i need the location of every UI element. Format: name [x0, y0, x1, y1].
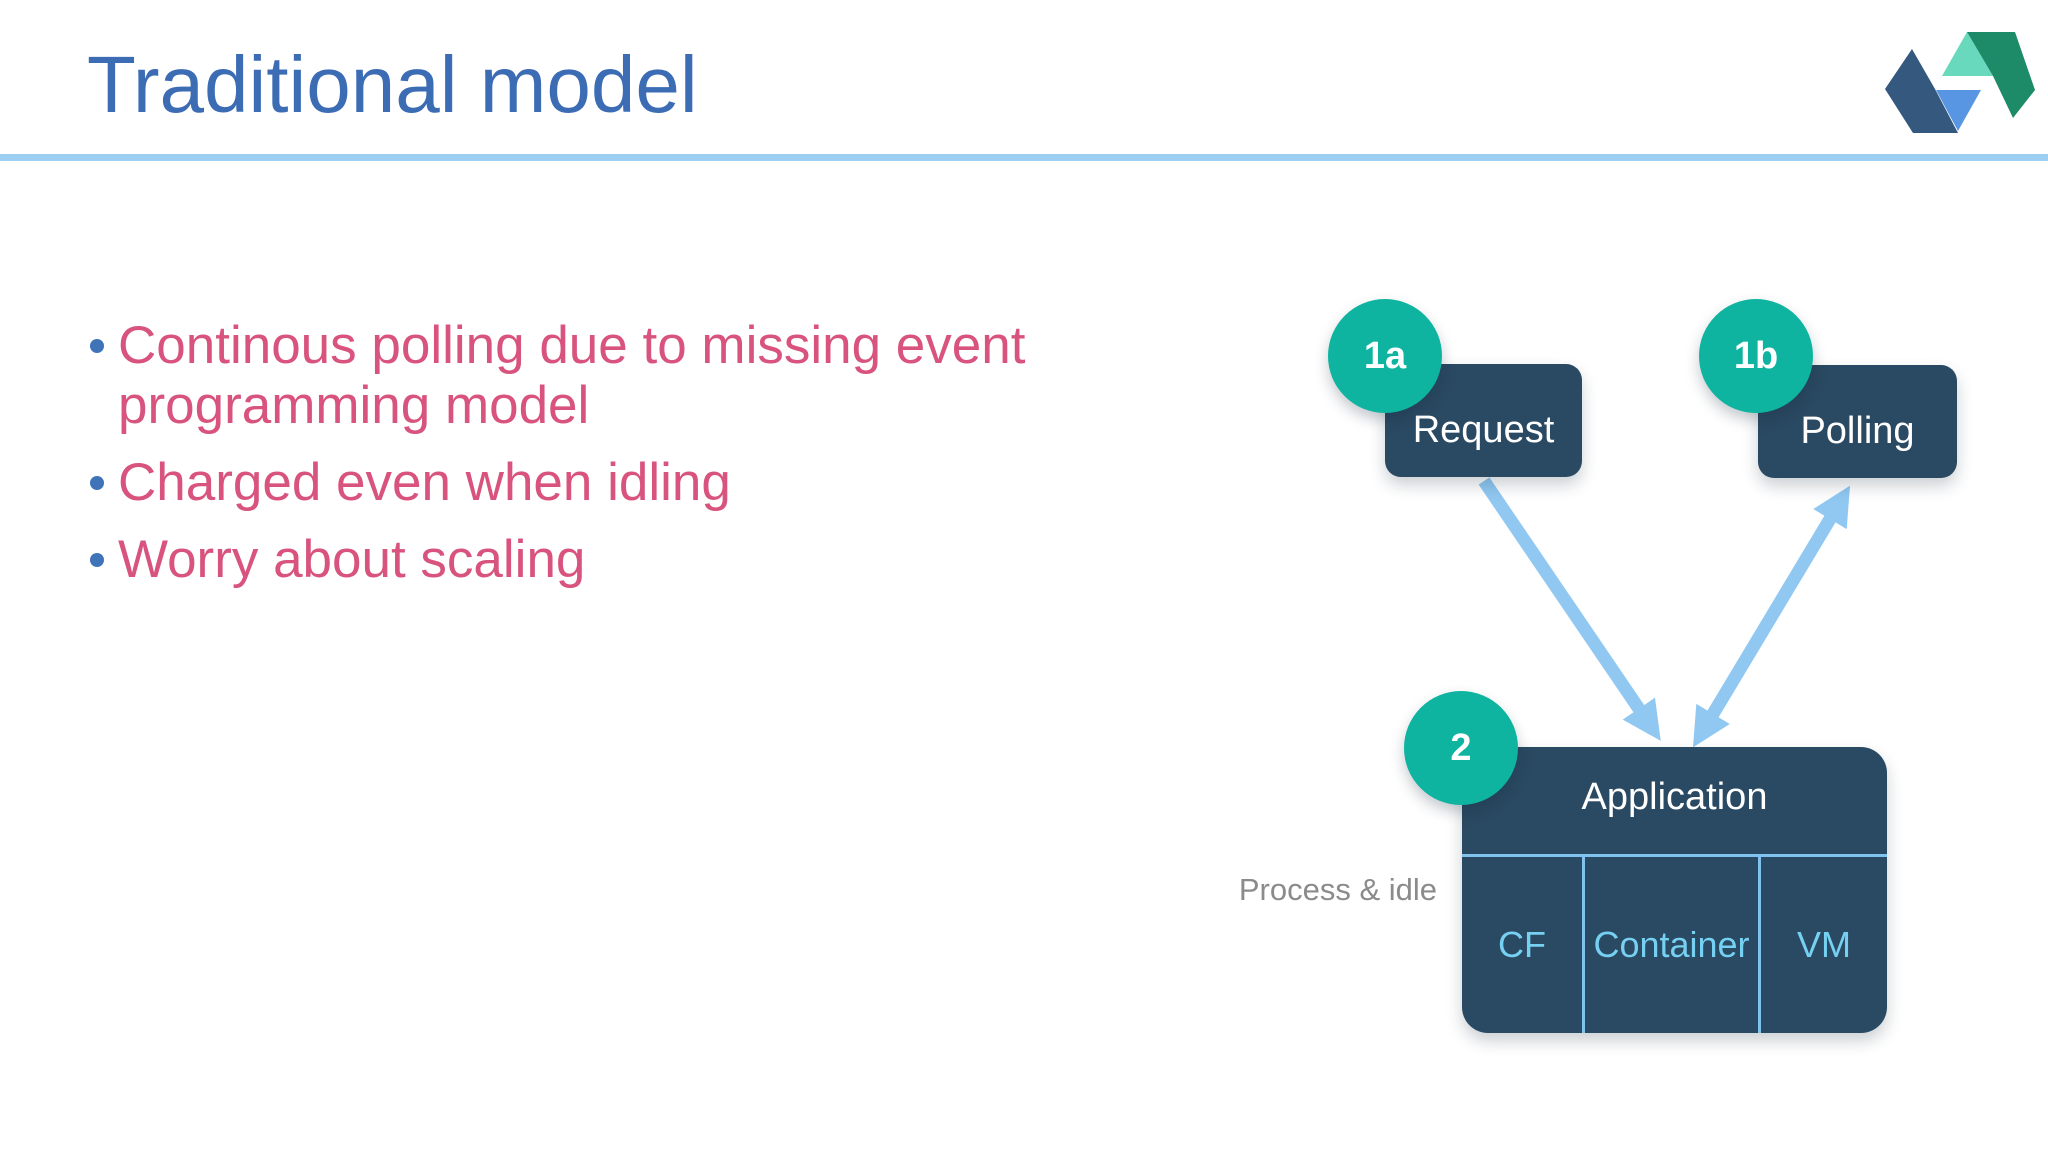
- application-node: Application CF Container VM: [1462, 747, 1887, 1033]
- layer-cell-cf: CF: [1498, 924, 1546, 965]
- title-accent-rule: [0, 154, 2048, 161]
- page-title: Traditional model: [87, 40, 698, 129]
- step-badge-1b: 1b: [1699, 299, 1813, 413]
- logo-navy-shape: [1885, 49, 1958, 133]
- logo-blue-triangle: [1936, 90, 1981, 131]
- application-node-title: Application: [1462, 747, 1887, 857]
- application-to-polling-arrow: [1692, 485, 1851, 748]
- bullet-item: Continous polling due to missing event p…: [70, 316, 1060, 436]
- bullet-item: Charged even when idling: [70, 453, 1060, 513]
- layer-cell-container: Container: [1582, 857, 1758, 1033]
- logo-mint-triangle: [1942, 32, 1993, 76]
- process-idle-label: Process & idle: [1238, 872, 1437, 907]
- application-layers-row: CF Container VM: [1462, 857, 1887, 1033]
- step-badge-1a: 1a: [1328, 299, 1442, 413]
- step-badge-2: 2: [1404, 691, 1518, 805]
- request-to-application-arrow: [1478, 477, 1661, 741]
- bullet-list: Continous polling due to missing event p…: [70, 316, 1060, 607]
- logo-green-shape: [1967, 32, 2035, 118]
- company-logo-icon: [1885, 32, 2035, 133]
- layer-cell-vm: VM: [1758, 857, 1887, 1033]
- bullet-item: Worry about scaling: [70, 530, 1060, 590]
